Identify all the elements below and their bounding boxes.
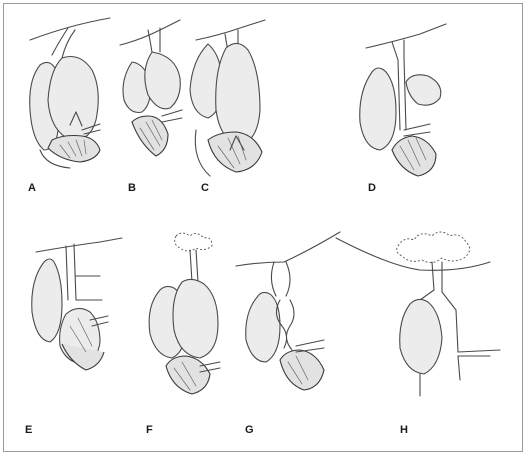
panel-label-e: E bbox=[25, 424, 33, 436]
panel-f-drawing bbox=[148, 232, 221, 395]
panel-label-g: G bbox=[245, 424, 254, 436]
panel-label-b: B bbox=[128, 182, 136, 194]
panel-c-drawing bbox=[189, 19, 266, 177]
panel-label-a: A bbox=[28, 182, 36, 194]
panel-h-drawing bbox=[335, 231, 501, 397]
panel-label-f: F bbox=[146, 424, 153, 436]
panel-label-c: C bbox=[201, 182, 209, 194]
panel-label-d: D bbox=[368, 182, 376, 194]
panel-e-drawing bbox=[31, 237, 123, 371]
panel-d-drawing bbox=[359, 23, 447, 177]
panel-b-drawing bbox=[119, 19, 183, 157]
panel-a-drawing bbox=[29, 17, 111, 169]
panel-g-drawing bbox=[235, 231, 341, 391]
panel-label-h: H bbox=[400, 424, 408, 436]
